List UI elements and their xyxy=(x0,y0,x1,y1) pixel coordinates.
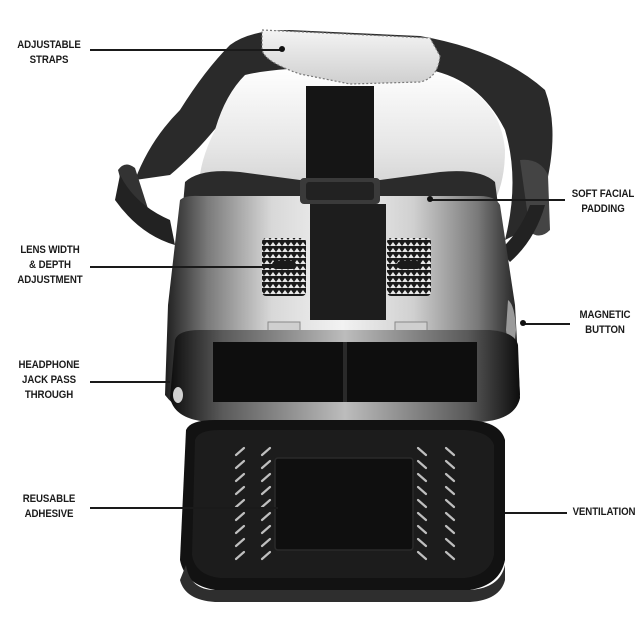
label-line: BUTTON xyxy=(585,324,625,336)
label-line: ADJUSTABLE xyxy=(17,39,81,51)
callout-adjustable-straps-label: ADJUSTABLE STRAPS xyxy=(13,38,85,68)
adjustable-straps-pointer-dot xyxy=(279,46,285,52)
callout-magnetic-button-label: MAGNETIC BUTTON xyxy=(574,308,636,338)
label-line: LENS WIDTH xyxy=(20,244,80,256)
callout-reusable-adhesive-label: REUSABLE ADHESIVE xyxy=(16,492,81,522)
label-line: THROUGH xyxy=(24,389,74,401)
label-line: STRAPS xyxy=(29,54,69,66)
label-line: REUSABLE xyxy=(22,493,76,505)
label-line: ADJUSTMENT xyxy=(17,274,83,286)
label-line: JACK PASS xyxy=(22,374,76,386)
lens-adjustment-leader-line xyxy=(90,266,280,268)
label-line: PADDING xyxy=(581,203,625,215)
callout-headphone-jack-label: HEADPHONE JACK PASS THROUGH xyxy=(15,358,84,403)
headphone-jack-leader-line xyxy=(90,381,170,383)
callout-lens-adjustment-label: LENS WIDTH & DEPTH ADJUSTMENT xyxy=(15,243,85,288)
callout-ventilation-label: VENTILATION xyxy=(571,505,638,520)
adjustable-straps-leader-line xyxy=(90,49,282,51)
magnetic-button-pointer-dot xyxy=(520,320,526,326)
magnetic-button-leader-line xyxy=(524,323,570,325)
ventilation-leader-line xyxy=(505,512,567,514)
label-line: SOFT FACIAL xyxy=(571,188,635,200)
callout-soft-facial-padding-label: SOFT FACIAL PADDING xyxy=(570,187,637,217)
soft-facial-padding-pointer-dot xyxy=(427,196,433,202)
reusable-adhesive-leader-line xyxy=(90,507,278,509)
soft-facial-padding-leader-line xyxy=(430,199,565,201)
label-line: VENTILATION xyxy=(572,506,636,518)
label-line: MAGNETIC xyxy=(579,309,631,321)
label-line: ADHESIVE xyxy=(24,508,74,520)
label-line: HEADPHONE xyxy=(18,359,80,371)
label-line: & DEPTH xyxy=(29,259,71,271)
